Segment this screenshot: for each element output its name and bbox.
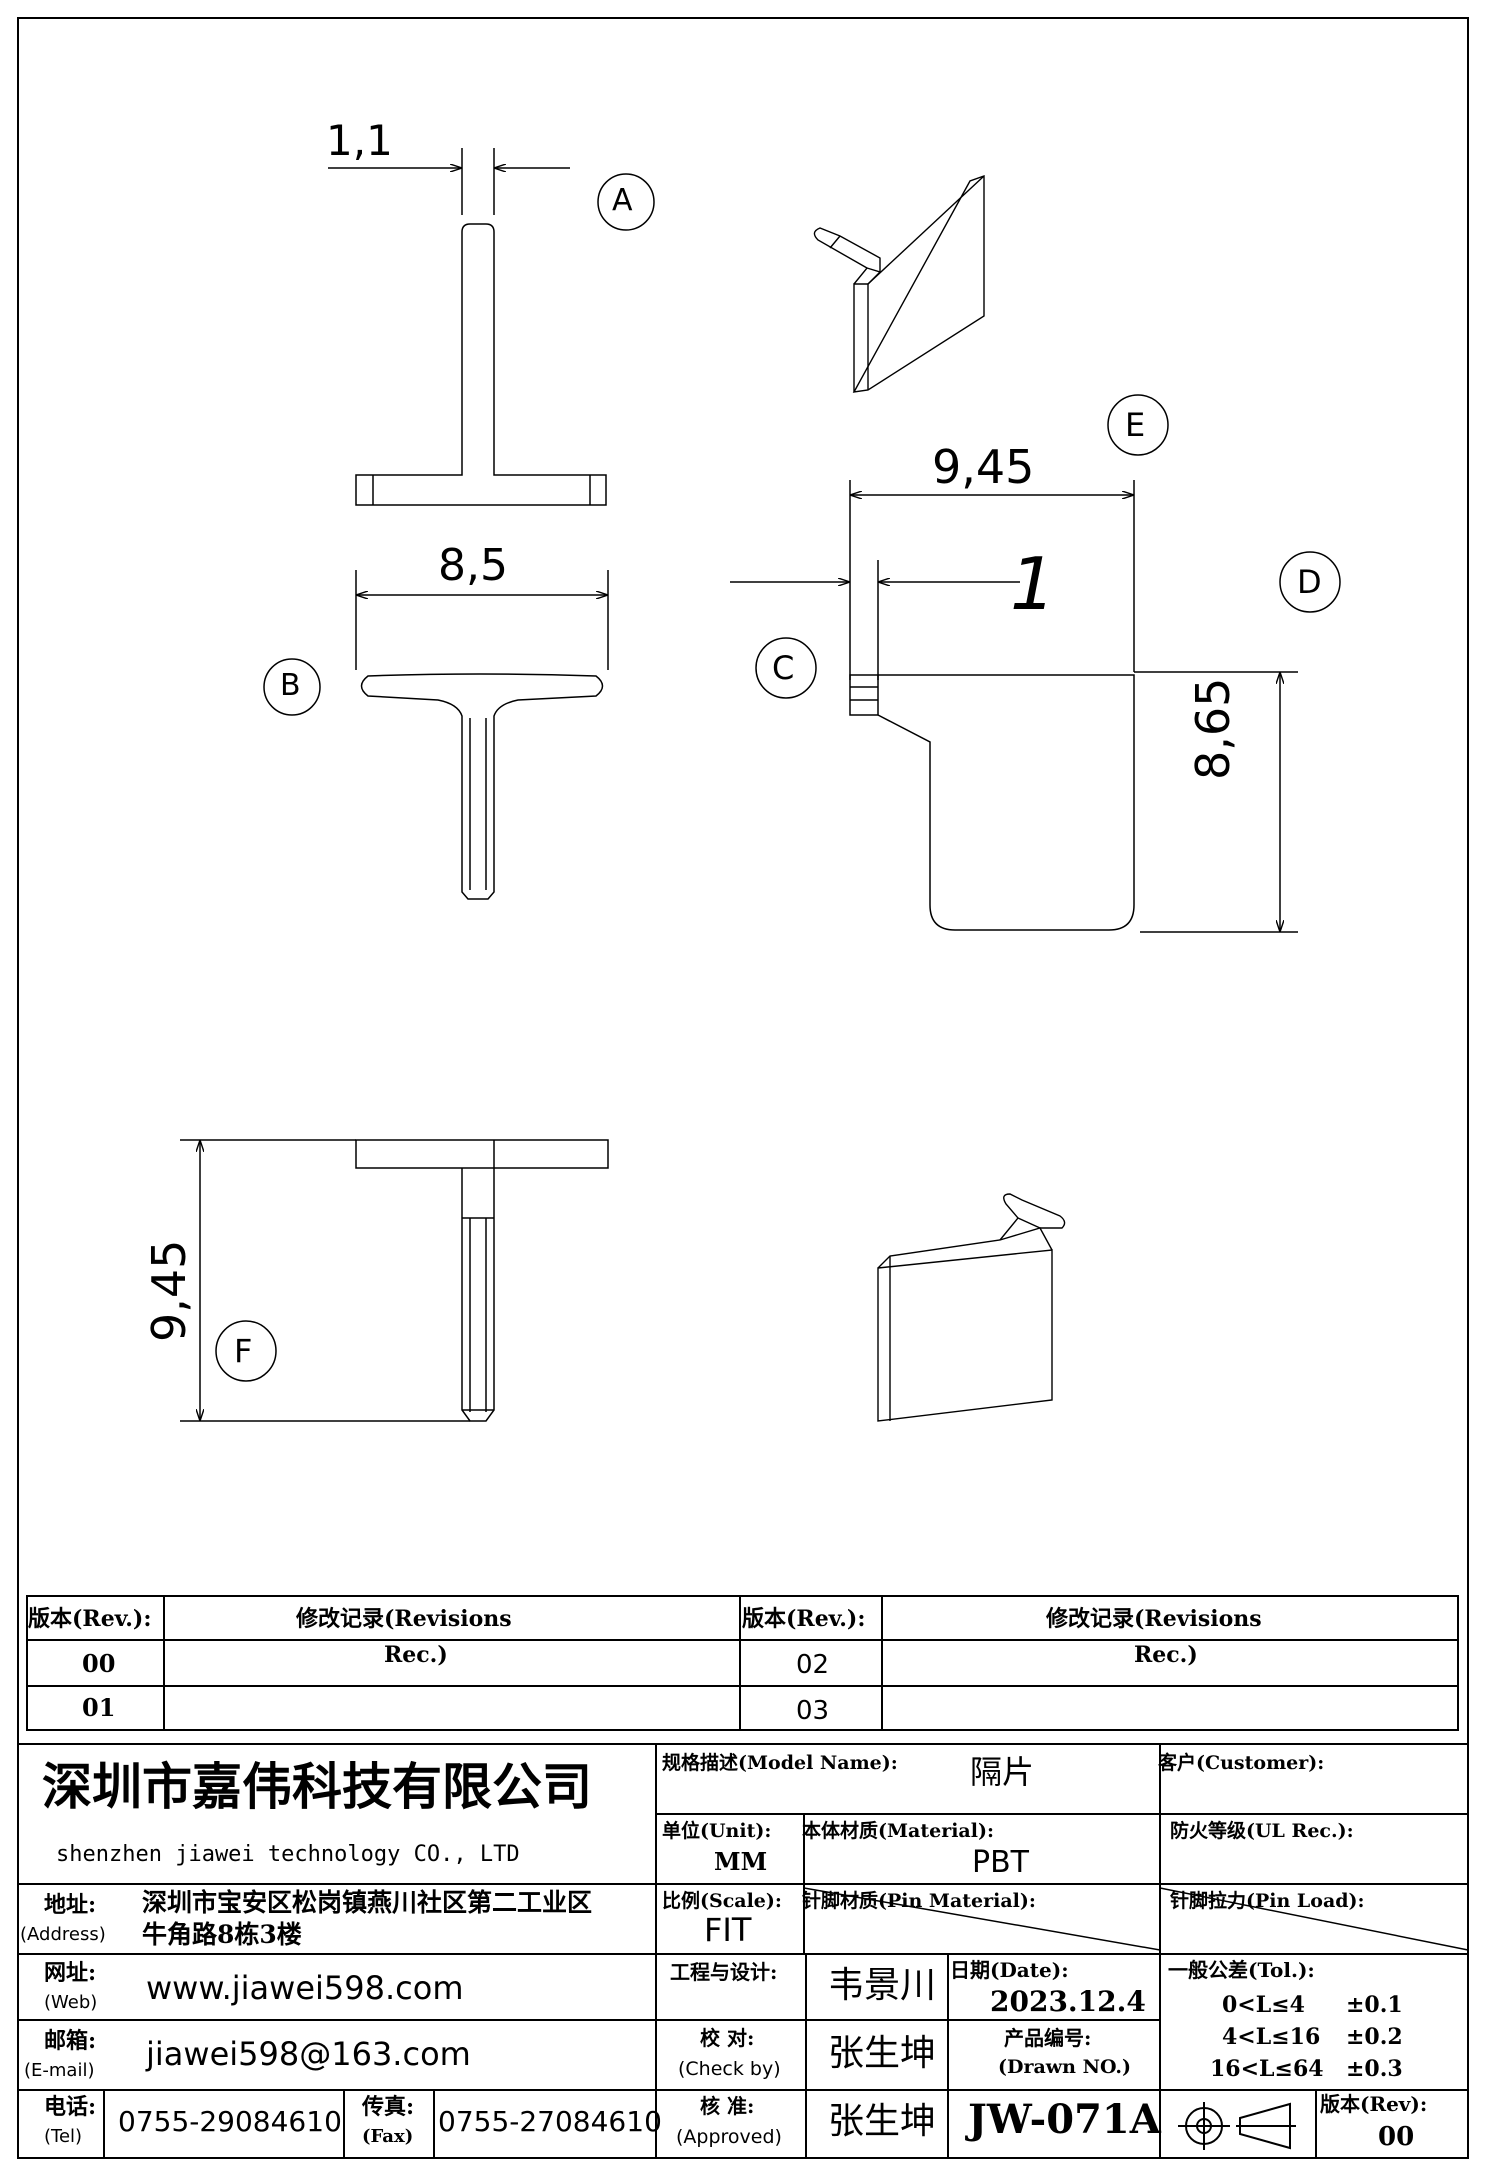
view-b-label-circle	[263, 658, 321, 716]
view-e-label: E	[1125, 406, 1146, 444]
company-fax: 0755-27084610	[438, 2105, 662, 2138]
unit-label: 单位(Unit):	[662, 1820, 772, 1842]
rev-row-right: 03	[796, 1696, 830, 1726]
view-c-dim-thickness: 1	[1010, 542, 1056, 626]
material-label: 本体材质(Material):	[802, 1820, 994, 1842]
check-label-en: (Check by)	[678, 2058, 781, 2080]
email-label-en: (E-mail)	[24, 2060, 95, 2081]
tolerance-label: 一般公差(Tol.):	[1168, 1958, 1315, 1982]
material-value: PBT	[972, 1845, 1029, 1880]
tel-label-en: (Tel)	[44, 2126, 83, 2147]
company-name-cn: 深圳市嘉伟科技有限公司	[42, 1757, 592, 1816]
company-tel: 0755-29084610	[118, 2105, 342, 2138]
view-d-label: D	[1297, 563, 1322, 601]
email-label: 邮箱:	[44, 2028, 97, 2054]
rev-value: 00	[1378, 2122, 1415, 2152]
fax-label-en: (Fax)	[362, 2126, 414, 2147]
scale-label: 比例(Scale):	[662, 1890, 782, 1912]
tolerance-value: ±0.3	[1346, 2056, 1403, 2082]
pin-load-label: 针脚拉力(Pin Load):	[1170, 1890, 1365, 1912]
view-e-label-circle	[1107, 394, 1169, 456]
view-b-label: B	[280, 668, 301, 703]
approve-label: 核 准:	[700, 2094, 755, 2118]
model-name-label: 规格描述(Model Name):	[662, 1752, 898, 1774]
tolerance-range: 0<L≤4	[1222, 1992, 1305, 2018]
view-a-dim-width: 1,1	[326, 116, 393, 165]
tolerance-range: 16<L≤64	[1210, 2056, 1324, 2082]
rev-records-header-left: 修改记录(Revisions	[296, 1606, 512, 1632]
rev-label: 版本(Rev):	[1320, 2092, 1428, 2116]
view-c-label: C	[772, 649, 795, 687]
view-b	[263, 570, 609, 900]
rev-header-right: 版本(Rev.):	[742, 1606, 866, 1632]
designer-label: 工程与设计:	[670, 1960, 778, 1984]
view-a-label: A	[612, 183, 633, 218]
tel-label: 电话:	[44, 2094, 97, 2120]
address-line-1: 深圳市宝安区松岗镇燕川社区第二工业区	[142, 1888, 593, 1917]
isometric-view-top	[813, 175, 985, 393]
company-website: www.jiawei598.com	[146, 1969, 464, 2007]
date-label: 日期(Date):	[950, 1958, 1069, 1982]
view-f	[180, 1139, 609, 1422]
view-e-dim-width: 9,45	[932, 440, 1035, 494]
view-f-dim-height: 9,45	[142, 1239, 196, 1342]
rev-header-left: 版本(Rev.):	[28, 1606, 152, 1632]
rev-row-right: 02	[796, 1650, 830, 1680]
view-a-label-circle	[597, 173, 655, 231]
address-line-2: 牛角路8栋3楼	[142, 1920, 302, 1949]
approve-label-en: (Approved)	[676, 2126, 782, 2148]
view-c-label-circle	[755, 637, 817, 699]
drawing-no-label: 产品编号:	[1004, 2026, 1092, 2050]
view-cde	[730, 394, 1341, 933]
pin-material-label: 针脚材质(Pin Material):	[802, 1890, 1036, 1912]
view-f-label: F	[234, 1332, 253, 1370]
rev-records-header-left-2: Rec.)	[384, 1642, 448, 1668]
address-label-en: (Address)	[20, 1924, 106, 1945]
title-block	[17, 1743, 1469, 2159]
tolerance-value: ±0.1	[1346, 1992, 1403, 2018]
date-value: 2023.12.4	[990, 1985, 1146, 2018]
unit-value: MM	[714, 1847, 768, 1876]
rev-row-left: 01	[82, 1693, 116, 1722]
projection-symbol-icon	[1178, 2102, 1296, 2150]
tolerance-range: 4<L≤16	[1222, 2024, 1321, 2050]
revision-table	[26, 1595, 1459, 1731]
approver-name: 张生坤	[828, 2101, 937, 2142]
isometric-view-bottom	[877, 1193, 1066, 1422]
designer-name: 韦景川	[828, 1965, 937, 2006]
view-f-label-circle	[215, 1320, 277, 1382]
checker-name: 张生坤	[828, 2033, 937, 2074]
rev-records-header-right-2: Rec.)	[1134, 1642, 1198, 1668]
rev-row-left: 00	[82, 1649, 116, 1678]
scale-value: FIT	[704, 1911, 752, 1949]
check-label: 校 对:	[700, 2026, 755, 2050]
view-d-dim-height: 8,65	[1186, 677, 1240, 780]
view-b-dim-width: 8,5	[438, 540, 508, 591]
model-name: 隔片	[970, 1753, 1035, 1791]
address-label: 地址:	[44, 1892, 97, 1918]
rev-records-header-right: 修改记录(Revisions	[1046, 1606, 1262, 1632]
tolerance-value: ±0.2	[1346, 2024, 1403, 2050]
company-email: jiawei598@163.com	[146, 2035, 471, 2073]
drawing-no-label-en: (Drawn NO.)	[998, 2056, 1131, 2078]
web-label-en: (Web)	[44, 1992, 98, 2013]
web-label: 网址:	[44, 1960, 97, 1986]
drawing-number: JW-071A	[968, 2096, 1161, 2143]
customer-label: 客户(Customer):	[1158, 1752, 1325, 1774]
view-d-label-circle	[1279, 551, 1341, 613]
company-name-en: shenzhen jiawei technology CO., LTD	[56, 1842, 520, 1867]
fax-label: 传真:	[362, 2094, 415, 2120]
ul-rec-label: 防火等级(UL Rec.):	[1170, 1820, 1354, 1842]
view-a	[328, 148, 655, 506]
